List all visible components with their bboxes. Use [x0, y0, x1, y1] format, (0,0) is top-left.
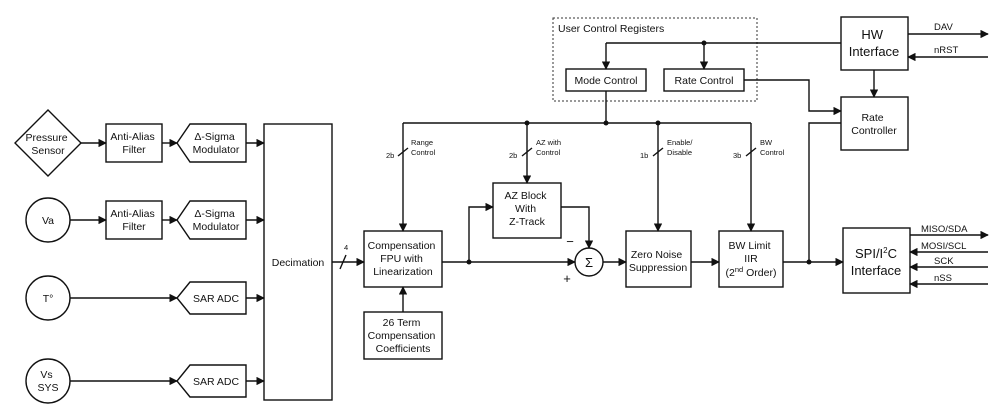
az-block	[492, 182, 562, 239]
connector-fpu-to-az-block	[468, 202, 494, 262]
bus-slash-range	[397, 147, 409, 157]
pin-sck-label: SCK	[934, 256, 954, 267]
anti-alias-filter-2-block	[105, 200, 163, 240]
user-control-registers-label: User Control Registers	[558, 23, 664, 35]
zero-noise-suppression-label: Zero Noise Suppression	[629, 249, 688, 274]
bus-slash-enable	[652, 147, 664, 157]
pressure-sensor-block	[14, 109, 82, 177]
temperature-label: T°	[43, 293, 54, 305]
hw-interface-label: HW Interface	[849, 27, 900, 59]
user-control-registers-group	[552, 17, 758, 102]
connector-rate-controller-to-spi-path	[808, 122, 841, 262]
junction-fpu-output	[466, 259, 472, 265]
mode-control-label: Mode Control	[574, 75, 637, 87]
summer-minus-sign: −	[566, 234, 574, 249]
va-label: Va	[42, 215, 54, 227]
connector-rate-control-to-rate-controller	[744, 79, 842, 116]
spi-i2c-interface-title: SPI/I2C	[855, 246, 897, 261]
bus-width-decimation: 4	[344, 243, 348, 252]
delta-sigma-modulator-2-block	[176, 200, 247, 240]
bus-slash-decimation	[339, 254, 347, 270]
spi-i2c-interface-subtitle: Interface	[851, 263, 902, 278]
connector-az-block-to-summer	[561, 206, 594, 249]
anti-alias-filter-2-label: Anti-Alias Filter	[110, 208, 157, 233]
delta-sigma-modulator-1-label: Δ-Sigma Modulator	[193, 131, 240, 156]
delta-sigma-modulator-1-block	[176, 123, 247, 163]
junction-spi-input	[806, 259, 812, 265]
az-control-label: AZ with Control	[536, 138, 563, 157]
pin-dav-label: DAV	[934, 22, 953, 33]
compensation-fpu-label: Compensation FPU with Linearization	[368, 240, 439, 278]
pin-nss-label: nSS	[934, 273, 952, 284]
sar-adc-1-block	[176, 281, 247, 315]
rate-control-label: Rate Control	[675, 75, 734, 87]
rate-controller-block	[840, 96, 909, 151]
bw-limit-label: BW Limit IIR	[729, 240, 774, 265]
vs-sys-block	[25, 358, 71, 404]
decimation-block	[263, 123, 333, 401]
range-control-label: Range Control	[411, 138, 436, 157]
sar-adc-2-block	[176, 364, 247, 398]
vs-sys-label: Vs SYS	[37, 369, 58, 394]
bus-width-az: 2b	[509, 151, 517, 160]
pressure-sensor-label: Pressure Sensor	[26, 132, 71, 157]
bus-width-range: 2b	[386, 151, 394, 160]
bw-control-label: BW Control	[760, 138, 785, 157]
bus-slash-bw	[745, 147, 757, 157]
pin-miso-sda-label: MISO/SDA	[921, 224, 968, 235]
junction-az-control	[524, 120, 530, 126]
bus-slash-az	[521, 147, 533, 157]
bus-width-enable: 1b	[640, 151, 648, 160]
rate-controller-label: Rate Controller	[851, 112, 897, 137]
coefficients-block	[363, 311, 443, 360]
bw-limit-order-label: (2nd Order)	[726, 265, 777, 279]
coefficients-label: 26 Term Compensation Coefficients	[368, 317, 439, 355]
sar-adc-1-label: SAR ADC	[193, 293, 240, 305]
bw-limit-block	[718, 230, 784, 288]
anti-alias-filter-1-label: Anti-Alias Filter	[110, 131, 157, 156]
pin-mosi-scl-label: MOSI/SCL	[921, 241, 966, 252]
anti-alias-filter-1-block	[105, 123, 163, 163]
summer-plus-sign: +	[563, 271, 571, 286]
delta-sigma-modulator-2-label: Δ-Sigma Modulator	[193, 208, 240, 233]
enable-disable-label: Enable/ Disable	[667, 138, 695, 157]
decimation-label: Decimation	[272, 257, 325, 269]
hw-interface-block	[840, 16, 909, 71]
junction-control-bus	[603, 120, 609, 126]
summer-label: Σ	[585, 255, 593, 270]
sar-adc-2-label: SAR ADC	[193, 376, 240, 388]
pin-nrst-label: nRST	[934, 45, 958, 56]
spi-i2c-interface-block	[842, 227, 911, 294]
junction-registers-bus	[701, 40, 707, 46]
az-block-label: AZ Block With Z-Track	[505, 190, 550, 228]
junction-enable-control	[655, 120, 661, 126]
bus-width-bw: 3b	[733, 151, 741, 160]
